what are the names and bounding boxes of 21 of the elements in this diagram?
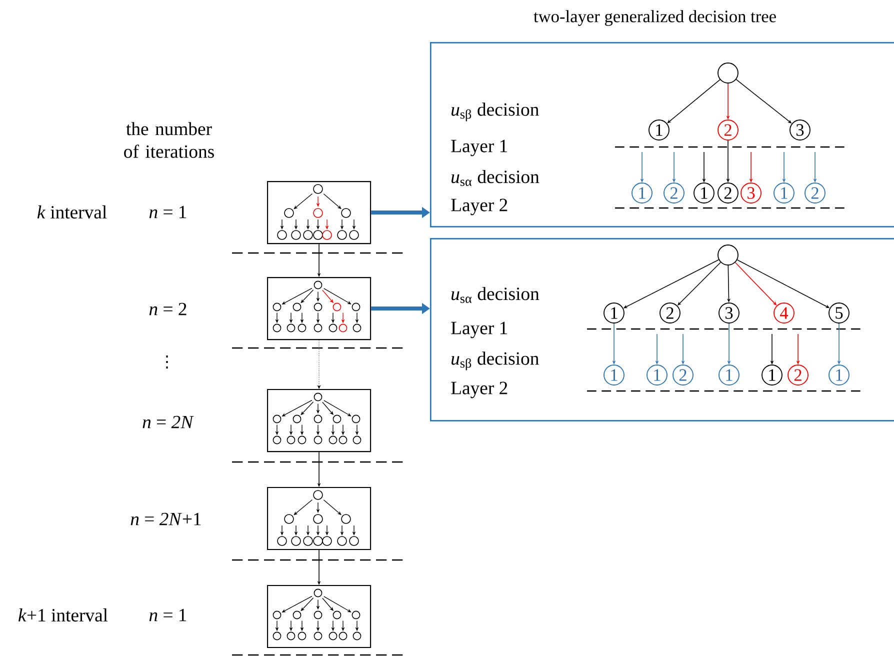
row-label: u$_{sα}$ decision	[452, 170, 540, 186]
row-label: Layer 1	[451, 140, 508, 156]
iteration-label: n = 1	[149, 206, 186, 218]
iteration-label: n = 2N	[142, 416, 194, 428]
arrow	[667, 79, 720, 124]
row-label: u$_{sα}$ decision	[452, 287, 540, 303]
axis-heading: the number of iterations	[124, 122, 214, 158]
root-circle	[718, 62, 738, 84]
title: two-layer generalized decision tree	[534, 10, 776, 26]
iteration-label: n = 1	[149, 608, 186, 622]
row-label: Layer 2	[451, 198, 508, 216]
root-circle	[718, 244, 738, 266]
row-label: Layer 1	[451, 322, 508, 338]
row-label: u$_{sβ}$ decision	[452, 102, 539, 122]
interval-label: k+1 interval	[18, 608, 108, 622]
iteration-label: n = 2N+1	[130, 512, 201, 526]
interval-label: k interval	[37, 205, 107, 219]
row-label: u$_{sβ}$ decision	[452, 352, 539, 370]
ellipsis: ⋮	[166, 356, 168, 368]
iteration-label: n = 2	[149, 302, 186, 316]
row-label: Layer 2	[451, 382, 508, 398]
